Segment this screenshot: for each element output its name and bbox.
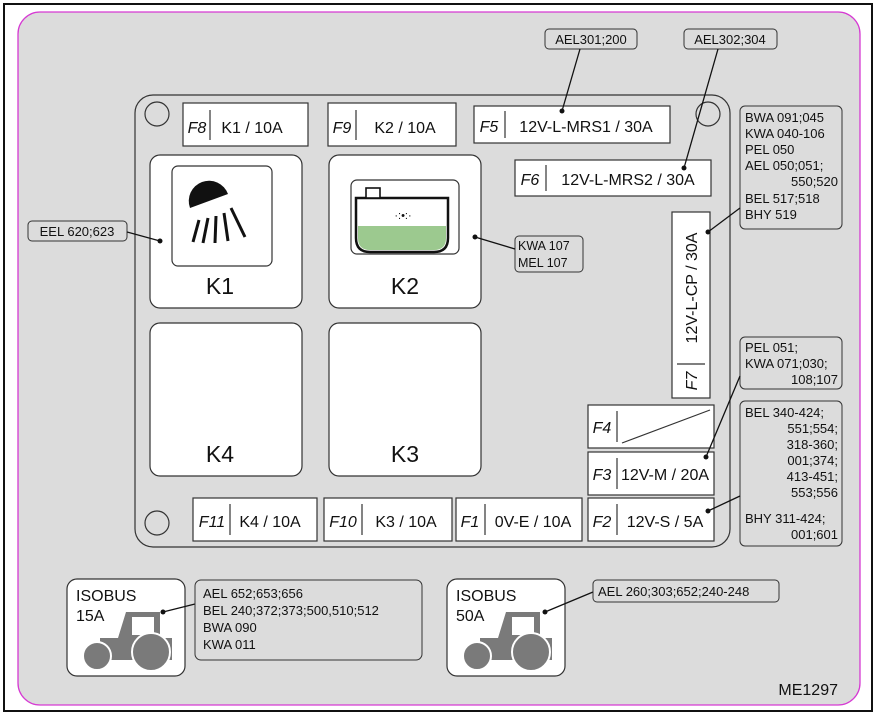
svg-text:318-360;: 318-360; [787,437,838,452]
fuse-id: F5 [480,119,499,136]
unused-fuse-slash [621,409,711,444]
callout-eel: EEL 620;623 [27,220,163,244]
isobus-15a: ISOBUS 15A AEL 652;653;656 BEL 240;372;3… [66,578,423,677]
fuse-label: 12V-S / 5A [627,514,704,531]
svg-text:EEL 620;623: EEL 620;623 [40,224,115,239]
fuse-F10: F10 K3 / 10A [323,497,453,542]
relay-K3: K3 [328,322,482,477]
svg-text:PEL 050: PEL 050 [745,142,794,157]
relay-label: K4 [206,441,234,467]
svg-text:AEL302;304: AEL302;304 [694,32,766,47]
fuse-id: F9 [333,120,352,137]
fuse-F11: F11 K4 / 10A [192,497,318,542]
svg-text:ISOBUS: ISOBUS [456,588,516,605]
relay-K2: ·:•:· K2 [328,154,482,309]
work-light-icon [188,180,247,244]
svg-text:BWA 091;045: BWA 091;045 [745,110,824,125]
svg-text:413-451;: 413-451; [787,469,838,484]
callout-right-top: BWA 091;045 KWA 040-106 PEL 050 AEL 050;… [705,105,843,235]
tank-sprayer-icon: ·:•:· [354,187,450,254]
svg-text:BWA 090: BWA 090 [203,620,257,635]
fuse-F1: F1 0V-E / 10A [455,497,583,542]
svg-text:001;374;: 001;374; [787,453,838,468]
tractor-icon [82,612,172,672]
fuse-F9: F9 K2 / 10A [327,102,457,147]
svg-text:553;556: 553;556 [791,485,838,500]
svg-text:KWA 040-106: KWA 040-106 [745,126,825,141]
svg-text:50A: 50A [456,608,485,625]
diagram-id: ME1297 [778,682,838,699]
svg-text:BEL 340-424;: BEL 340-424; [745,405,824,420]
fuse-id: F3 [593,467,612,484]
mount-hole [144,101,170,127]
svg-text:ISOBUS: ISOBUS [76,588,136,605]
relay-label: K2 [391,273,419,299]
svg-text:KWA 011: KWA 011 [203,637,256,652]
tractor-icon [462,612,552,672]
callout-ael301: AEL301;200 [544,28,638,114]
callout-k2: KWA 107 MEL 107 [472,234,584,273]
svg-text:BHY 519: BHY 519 [745,207,797,222]
svg-text:MEL 107: MEL 107 [518,256,568,270]
fuse-label: K4 / 10A [239,514,301,531]
svg-text:·:•:·: ·:•:· [394,210,411,222]
svg-text:15A: 15A [76,608,105,625]
fuse-label: K2 / 10A [374,120,436,137]
svg-text:001;601: 001;601 [791,527,838,542]
svg-text:551;554;: 551;554; [787,421,838,436]
fuse-F7: F7 12V-L-CP / 30A [671,211,711,399]
svg-text:PEL 051;: PEL 051; [745,340,798,355]
fuse-id: F10 [329,514,357,531]
fuse-F8: F8 K1 / 10A [182,102,309,147]
svg-text:BEL 517;518: BEL 517;518 [745,191,820,206]
relay-K1: K1 [149,154,303,309]
svg-text:KWA 107: KWA 107 [518,239,570,253]
fuse-F5: F5 12V-L-MRS1 / 30A [473,105,671,144]
svg-text:BEL 240;372;373;500,510;512: BEL 240;372;373;500,510;512 [203,603,379,618]
fuse-label: 12V-L-MRS1 / 30A [519,119,653,136]
relay-K4: K4 [149,322,303,477]
fuse-F3: F3 12V-M / 20A [587,451,715,496]
fuse-label: 12V-M / 20A [621,467,709,484]
relay-label: K3 [391,441,419,467]
fuse-id: F11 [199,514,225,531]
svg-text:KWA 071;030;: KWA 071;030; [745,356,828,371]
fuse-id: F1 [461,514,480,531]
fuse-label: 0V-E / 10A [495,514,572,531]
fuse-id: F6 [521,172,540,189]
fuse-id: F2 [593,514,612,531]
callout-right-mid: PEL 051; KWA 071;030; 108;107 [703,336,843,460]
svg-text:AEL 050;051;: AEL 050;051; [745,158,823,173]
fuse-label: K3 / 10A [375,514,437,531]
fuse-F2: F2 12V-S / 5A [587,497,715,542]
fuse-label: 12V-L-MRS2 / 30A [561,172,695,189]
fuse-F6: F6 12V-L-MRS2 / 30A [514,159,712,197]
svg-text:BHY 311-424;: BHY 311-424; [745,511,825,526]
fuse-label: K1 / 10A [221,120,283,137]
svg-text:550;520: 550;520 [791,174,838,189]
fuse-F4: F4 [587,404,715,449]
relay-label: K1 [206,273,234,299]
svg-text:AEL301;200: AEL301;200 [555,32,627,47]
isobus-50a: ISOBUS 50A AEL 260;303;652;240-248 [446,578,780,677]
svg-text:108;107: 108;107 [791,372,838,387]
svg-text:AEL 260;303;652;240-248: AEL 260;303;652;240-248 [598,584,749,599]
mount-hole [695,101,721,127]
mount-hole [144,510,170,536]
svg-text:AEL 652;653;656: AEL 652;653;656 [203,586,303,601]
fuse-id: F8 [188,120,207,137]
fuse-label: 12V-L-CP / 30A [684,232,701,343]
fuse-id: F4 [593,420,612,437]
callout-ael302: AEL302;304 [681,28,778,171]
callout-right-bottom: BEL 340-424; 551;554; 318-360; 001;374; … [705,400,843,547]
fuse-id: F7 [684,371,701,391]
